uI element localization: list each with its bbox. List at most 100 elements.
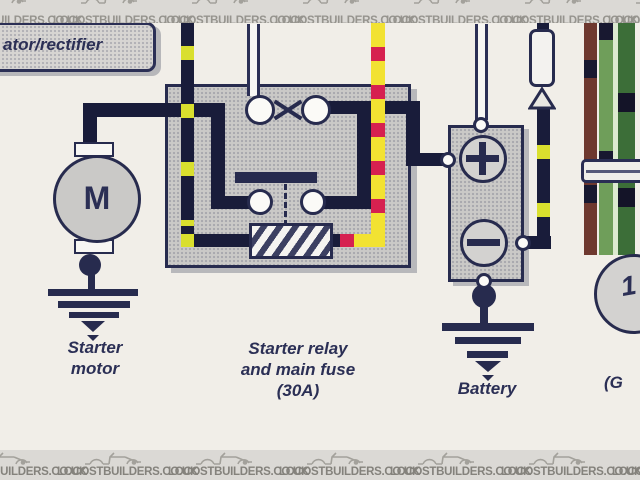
watermark-text: LOCOSTBUILDERS.CO.UK: [168, 466, 309, 478]
battery-white-wire: [475, 24, 488, 120]
starter-motor-symbol: M: [83, 180, 111, 216]
kitcar-icon: [302, 0, 359, 4]
yellow-red-wire-vertical: [371, 23, 385, 247]
kitcar-icon: [191, 0, 248, 4]
watermark-item: LOCOSTBUILDERS.CO.UK: [168, 450, 309, 480]
kitcar-icon: [80, 0, 137, 4]
starter-motor-body: M: [53, 155, 141, 243]
maroon-wire: [584, 23, 597, 255]
battery-ground-tip: [482, 375, 494, 381]
watermark-item: LOCOSTBUILDERS.CO.UK: [386, 0, 527, 23]
relay-contact-left: [247, 189, 273, 215]
dark-green-wire: [618, 23, 635, 255]
battery-ground-bar-2: [455, 337, 521, 344]
watermark-text: LOCOSTBUILDERS.CO.UK: [390, 466, 531, 478]
watermark-item: LOCOSTBUILDERS.CO.UK: [279, 450, 420, 480]
arrow-up-icon: [528, 87, 556, 110]
battery-ground-bar-1: [442, 323, 534, 331]
kitcar-icon: [84, 452, 141, 465]
fuse-terminal-right: [301, 95, 331, 125]
watermark-text: LOCOSTBUILDERS.CO.UK: [279, 466, 420, 478]
watermark-item: LOCOSTBUILDERS.CO.UK: [57, 450, 198, 480]
battery-ground-triangle: [475, 361, 501, 372]
starter-ground-triangle: [81, 321, 105, 332]
watermark-text: LOCOSTBUILDERS.CO.UK: [57, 466, 198, 478]
watermark-item: LOCOSTBUILDERS.CO.UK: [53, 0, 194, 23]
relay-contact-bar: [235, 172, 317, 183]
watermark-item: LOCOSTBUILDERS.CO.UK: [501, 450, 640, 480]
connector-wire-stub: [537, 23, 549, 31]
battery-ground-stem: [480, 305, 488, 324]
yellow-red-wire-from-coil: [333, 234, 385, 247]
relay-inner-left-wire-vertical: [211, 103, 225, 209]
kitcar-icon: [10, 0, 26, 4]
bottom-watermark-band: LOCOSTBUILDERS.CO.UK LOCOSTBUILDERS.CO.U…: [0, 450, 640, 480]
watermark-item: LOCOSTBUILDERS.CO.UK: [497, 0, 638, 23]
watermark-item: LOCOSTBUILDERS.CO.UK: [0, 450, 87, 480]
watermark-item: LOCOSTBUILDERS.CO.UK: [608, 0, 640, 23]
watermark-item: LOCOSTBUILDERS.CO.UK: [0, 0, 83, 23]
relay-plunger-dashed-line: [284, 184, 287, 226]
battery-minus-circle: [460, 219, 508, 267]
starter-motor-ground-stem: [88, 270, 95, 290]
watermark-text: LOCOSTBUILDERS.CO.UK: [0, 466, 87, 478]
relay-inner-left-wire-horizontal: [211, 196, 253, 209]
kitcar-icon: [413, 0, 470, 4]
relay-coil: [249, 223, 333, 259]
green-wire: [599, 23, 613, 255]
watermark-text: LOCOSTBUILDERS.CO.UK: [608, 15, 640, 23]
relay-caption: Starter relay and main fuse (30A): [198, 338, 398, 401]
battery-feed-wire-horizontal: [406, 153, 444, 166]
right-connector-bar: [581, 159, 640, 183]
relay-contact-right: [300, 189, 326, 215]
relay-caption-line3: (30A): [276, 381, 320, 400]
starter-motor-ground-dot: [79, 254, 101, 276]
relay-caption-line2: and main fuse: [240, 360, 356, 379]
starter-ground-bar-2: [58, 301, 130, 308]
battery-terminal-right: [515, 235, 531, 251]
watermark-item: LOCOSTBUILDERS.CO.UK: [164, 0, 305, 23]
starter-motor-caption-line1: Starter: [67, 338, 123, 357]
watermark-text: LOCOSTBUILDERS.CO.UK: [501, 466, 640, 478]
watermark-text: LOCOSTBUILDERS.CO.UK: [164, 15, 305, 23]
watermark-text: LOCOSTBUILDERS.CO.UK: [53, 15, 194, 23]
kitcar-icon: [306, 452, 363, 465]
gauge-digit: 1: [618, 269, 639, 303]
battery-ground-bar-3: [467, 351, 508, 358]
watermark-text: LOCOSTBUILDERS.CO.UK: [497, 15, 638, 23]
regulator-rectifier-label-box: ator/rectifier: [0, 22, 156, 72]
kitcar-icon: [528, 452, 585, 465]
relay-inner-right-wire-vertical: [357, 101, 371, 201]
top-watermark-band: LOCOSTBUILDERS.CO.UK LOCOSTBUILDERS.CO.U…: [0, 0, 640, 23]
watermark-text: LOCOSTBUILDERS.CO.UK: [275, 15, 416, 23]
fuse-terminal-left: [245, 95, 275, 125]
kitcar-icon: [195, 452, 252, 465]
watermark-text: LOCOSTBUILDERS.CO.UK: [612, 466, 640, 478]
minus-icon: [467, 239, 500, 246]
watermark-item: LOCOSTBUILDERS.CO.UK: [612, 450, 640, 480]
gauge-dial: 1: [594, 254, 640, 334]
kitcar-icon: [635, 2, 640, 4]
battery-terminal-bottom: [476, 273, 492, 289]
black-yellow-wire-vertical: [181, 23, 194, 247]
battery-negative-sense-wire: [537, 108, 550, 248]
kitcar-icon: [0, 452, 30, 465]
pale-green-strip: [613, 23, 618, 255]
plus-icon-vertical: [479, 142, 486, 175]
battery-terminal-top: [473, 117, 489, 133]
top-watermark-row: LOCOSTBUILDERS.CO.UK LOCOSTBUILDERS.CO.U…: [0, 0, 640, 23]
bullet-connector: [529, 29, 555, 87]
starter-motor-wire-horizontal: [83, 103, 225, 117]
relay-caption-line1: Starter relay: [248, 339, 348, 358]
battery-terminal-left: [440, 152, 456, 168]
black-yellow-wire-to-coil: [181, 234, 251, 247]
battery-plus-circle: [459, 135, 507, 183]
kitcar-icon: [417, 452, 474, 465]
watermark-text: LOCOSTBUILDERS.CO.UK: [386, 15, 527, 23]
battery-caption: Battery: [457, 379, 517, 398]
watermark-text: LOCOSTBUILDERS.CO.UK: [0, 15, 83, 23]
watermark-item: LOCOSTBUILDERS.CO.UK: [390, 450, 531, 480]
right-connector-bar-line: [586, 170, 640, 173]
battery-feed-wire-vertical: [406, 101, 420, 160]
